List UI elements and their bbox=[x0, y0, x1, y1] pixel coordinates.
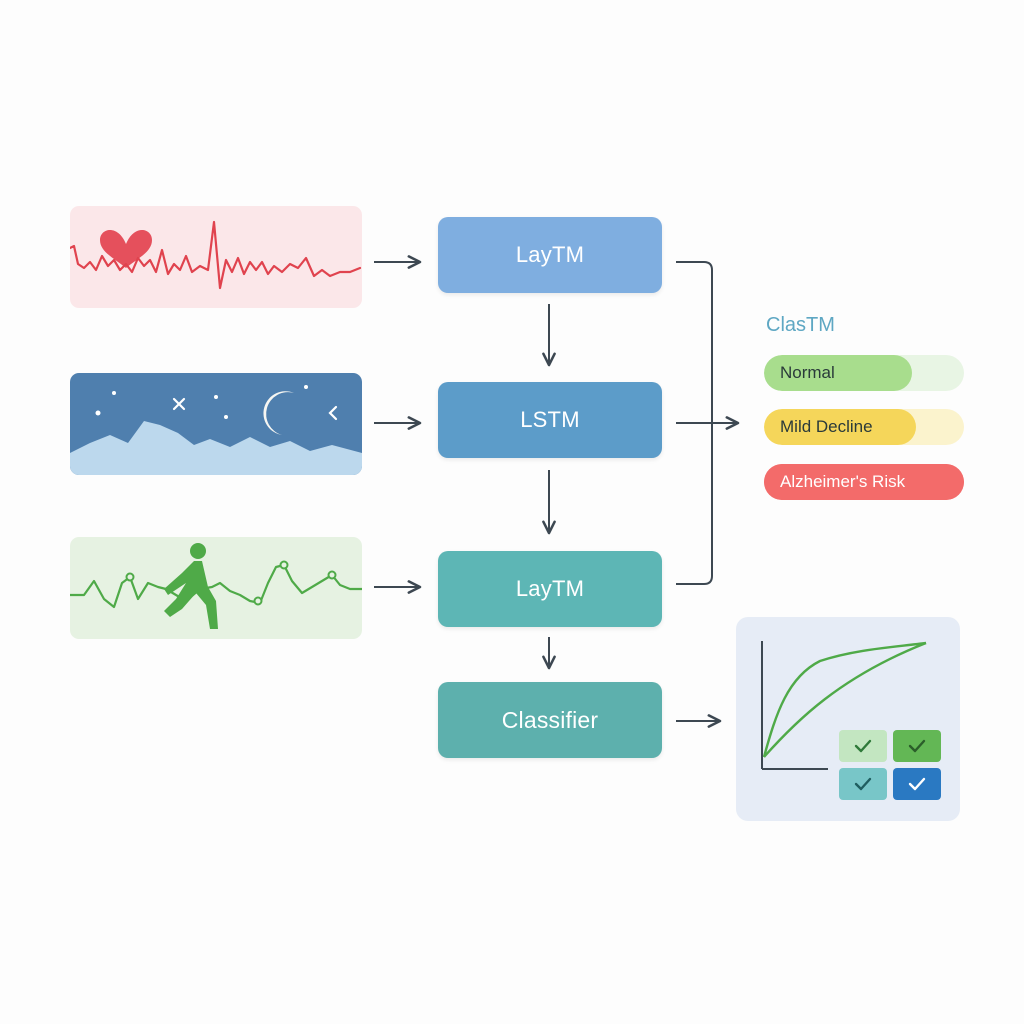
walking-person-icon bbox=[164, 543, 218, 629]
ecg-line bbox=[70, 220, 362, 290]
check-icon bbox=[908, 739, 926, 753]
lstm-node-1: LayTM bbox=[438, 217, 662, 293]
gait-waveform-icon bbox=[70, 543, 362, 629]
check-icon bbox=[854, 739, 872, 753]
check-tile bbox=[893, 730, 941, 762]
gait-signal-panel bbox=[70, 537, 362, 639]
star-icon bbox=[95, 410, 101, 416]
mountain-shape bbox=[70, 421, 362, 475]
class-pill-alzheimers-risk: Alzheimer's Risk bbox=[764, 464, 964, 500]
heart-signal-panel bbox=[70, 206, 362, 308]
gait-line bbox=[70, 563, 362, 609]
pill-label: Normal bbox=[780, 363, 835, 382]
class-pill-normal: Normal bbox=[764, 355, 964, 391]
node-label: LayTM bbox=[515, 576, 585, 601]
sleep-signal-panel bbox=[70, 373, 362, 475]
pill-label: Alzheimer's Risk bbox=[780, 472, 906, 491]
night-scene-icon bbox=[70, 385, 362, 475]
check-icon bbox=[854, 777, 872, 791]
star-icon bbox=[112, 391, 116, 395]
star-icon bbox=[224, 415, 228, 419]
star-icon bbox=[304, 385, 308, 389]
check-tile bbox=[839, 730, 887, 762]
chevron-left-icon bbox=[328, 405, 338, 421]
data-point bbox=[253, 596, 263, 606]
data-point bbox=[279, 560, 289, 570]
classifier-node: Classifier bbox=[438, 682, 662, 758]
data-point bbox=[125, 572, 135, 582]
node-label: LayTM bbox=[515, 242, 585, 267]
check-icon bbox=[908, 777, 926, 791]
node-label: Classifier bbox=[501, 706, 599, 733]
data-point bbox=[327, 570, 337, 580]
roc-curve-icon bbox=[761, 641, 927, 770]
classes-title: ClasTM bbox=[766, 314, 835, 336]
pill-level-bar bbox=[764, 409, 916, 445]
pill-level-bar bbox=[764, 464, 964, 500]
curve-upper bbox=[762, 641, 927, 758]
pill-level-bar bbox=[764, 355, 912, 391]
ecg-waveform-icon bbox=[70, 220, 362, 290]
lstm-node-3: LayTM bbox=[438, 551, 662, 627]
pill-label: Mild Decline bbox=[780, 417, 873, 436]
check-tile bbox=[893, 768, 941, 800]
star-icon bbox=[214, 395, 218, 399]
node-label: LSTM bbox=[520, 407, 580, 432]
lstm-node-2: LSTM bbox=[438, 382, 662, 458]
sparkle-icon bbox=[172, 397, 186, 411]
check-tile bbox=[839, 768, 887, 800]
moon-icon bbox=[263, 391, 294, 435]
heart-icon bbox=[100, 230, 152, 268]
class-pill-mild-decline: Mild Decline bbox=[764, 409, 964, 445]
curve-lower bbox=[763, 641, 927, 758]
